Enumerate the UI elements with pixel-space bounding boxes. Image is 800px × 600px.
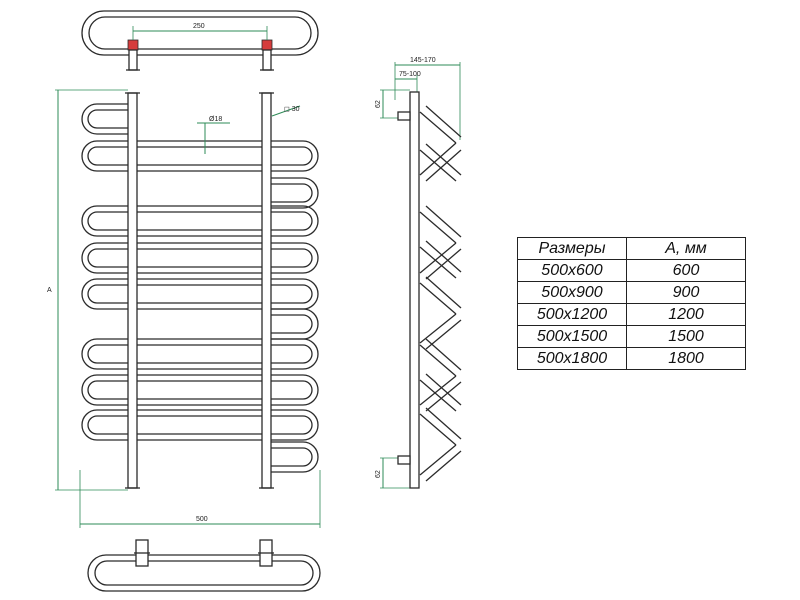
header-sizes: Размеры <box>517 237 627 260</box>
front-loops <box>81 103 319 473</box>
right-post <box>261 92 272 489</box>
dim-250: 250 <box>193 23 205 30</box>
sizes-table: Размеры А, мм 500x600 600 500x900 900 50… <box>517 237 746 370</box>
table-cell-size: 500x600 <box>517 259 627 282</box>
left-post <box>127 92 138 489</box>
table-cell-size: 500x1500 <box>517 325 627 348</box>
dim-500: 500 <box>196 516 208 523</box>
table-row: 500x1500 1500 <box>517 325 746 348</box>
table-row: 500x1800 1800 <box>517 347 746 370</box>
table-cell-size: 500x1800 <box>517 347 627 370</box>
table-cell-a: 1500 <box>626 325 746 348</box>
dim-tube-diameter: Ø18 <box>209 116 222 123</box>
table-cell-a: 900 <box>626 281 746 304</box>
bottom-view <box>87 539 321 592</box>
side-rungs <box>419 105 462 482</box>
side-post <box>409 91 420 489</box>
dim-62-top: 62 <box>375 100 382 108</box>
table-cell-a: 600 <box>626 259 746 282</box>
top-view: 250 <box>81 10 319 71</box>
dim-145-170: 145-170 <box>410 57 436 64</box>
dim-a: A <box>47 287 52 294</box>
side-view: 145-170 75-100 62 62 <box>375 57 462 489</box>
header-a-mm: А, мм <box>626 237 746 260</box>
table-cell-a: 1200 <box>626 303 746 326</box>
dim-post-square: ◻ 30 <box>284 106 300 113</box>
dim-75-100: 75-100 <box>399 71 421 78</box>
table-cell-size: 500x900 <box>517 281 627 304</box>
front-view: A <box>47 89 321 528</box>
dim-62-bottom: 62 <box>375 470 382 478</box>
table-row: 500x1200 1200 <box>517 303 746 326</box>
table-row: 500x900 900 <box>517 281 746 304</box>
table-cell-a: 1800 <box>626 347 746 370</box>
table-header-row: Размеры А, мм <box>517 237 746 260</box>
table-row: 500x600 600 <box>517 259 746 282</box>
table-cell-size: 500x1200 <box>517 303 627 326</box>
